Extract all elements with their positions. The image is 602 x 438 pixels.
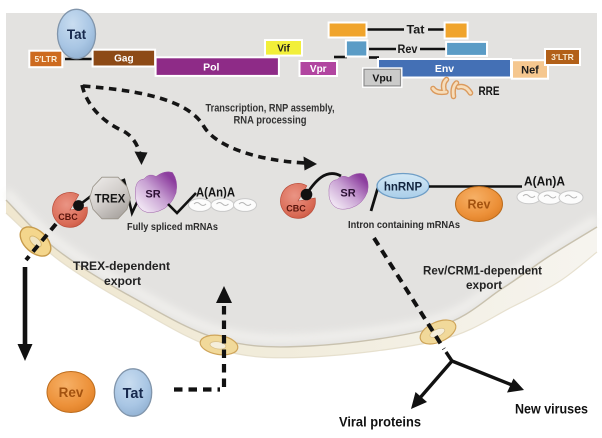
- svg-text:Tat: Tat: [407, 23, 425, 37]
- svg-text:3′LTR: 3′LTR: [551, 52, 574, 62]
- svg-text:A(An)A: A(An)A: [524, 175, 565, 189]
- svg-text:Rev: Rev: [59, 385, 84, 400]
- svg-text:Vif: Vif: [277, 43, 290, 54]
- svg-text:Env: Env: [435, 63, 454, 75]
- svg-text:5′LTR: 5′LTR: [34, 54, 57, 64]
- svg-text:Fully spliced mRNAs: Fully spliced mRNAs: [127, 222, 219, 233]
- svg-text:TREX: TREX: [95, 194, 126, 206]
- svg-text:CBC: CBC: [286, 204, 306, 214]
- svg-text:New viruses: New viruses: [515, 401, 588, 417]
- svg-text:Viral proteins: Viral proteins: [339, 414, 421, 430]
- svg-text:RRE: RRE: [479, 84, 500, 98]
- svg-text:Gag: Gag: [114, 54, 133, 65]
- svg-text:Vpu: Vpu: [372, 72, 392, 84]
- svg-text:Pol: Pol: [203, 61, 219, 73]
- svg-text:A(An)A: A(An)A: [196, 186, 235, 200]
- svg-text:SR: SR: [145, 189, 160, 201]
- svg-text:SR: SR: [340, 188, 355, 200]
- svg-text:export: export: [104, 274, 141, 288]
- svg-text:TREX-dependent: TREX-dependent: [73, 259, 170, 273]
- svg-text:Transcription, RNP assembly,: Transcription, RNP assembly,: [206, 103, 335, 115]
- svg-text:export: export: [466, 278, 502, 292]
- svg-text:Rev/CRM1-dependent: Rev/CRM1-dependent: [423, 264, 542, 278]
- svg-text:Intron containing mRNAs: Intron containing mRNAs: [348, 220, 461, 231]
- svg-text:Rev: Rev: [398, 42, 418, 56]
- svg-text:CBC: CBC: [58, 212, 78, 222]
- svg-text:hnRNP: hnRNP: [384, 182, 423, 194]
- svg-text:Tat: Tat: [67, 27, 87, 42]
- svg-text:RNA processing: RNA processing: [234, 114, 307, 126]
- svg-text:Rev: Rev: [468, 198, 491, 212]
- svg-text:Tat: Tat: [123, 386, 144, 402]
- svg-text:Vpr: Vpr: [310, 64, 327, 75]
- svg-text:Nef: Nef: [521, 64, 539, 76]
